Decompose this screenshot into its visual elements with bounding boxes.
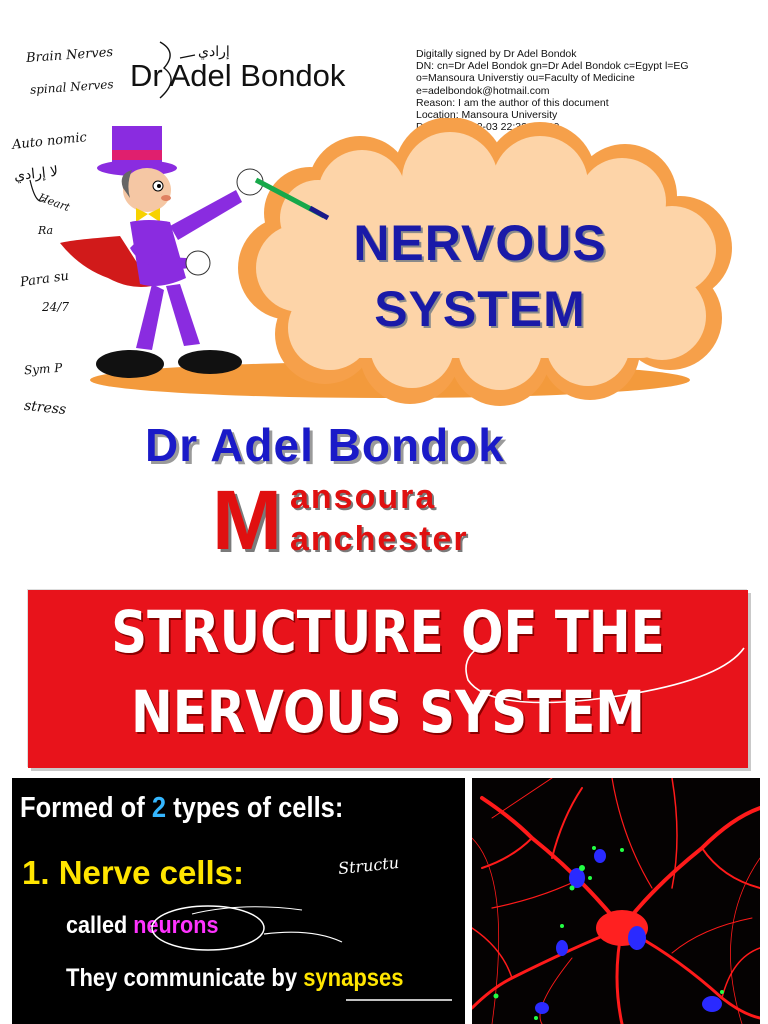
magician-figure	[60, 126, 330, 378]
handwritten-ellipse-mark	[465, 639, 745, 704]
note-arabic-voluntary: إرادي	[198, 44, 230, 60]
note-24-7: 24/7	[42, 300, 69, 314]
cloud-shape	[238, 118, 732, 406]
neuron-micrograph	[472, 778, 760, 1024]
text: They communicate by	[66, 964, 304, 992]
cloud-title: NERVOUS SYSTEM	[300, 210, 660, 342]
note-brackets	[29, 41, 196, 202]
signature-line: o=Mansoura Universtiy ou=Faculty of Medi…	[416, 72, 635, 85]
cloud-title-line2: SYSTEM	[374, 281, 586, 337]
handwritten-annotations	[151, 905, 452, 1001]
magician-cloud-illustration	[60, 118, 732, 406]
banner-line1: STRUCTURE OF THE	[111, 598, 665, 666]
text: called	[66, 912, 134, 939]
logo-word-mansoura: ansoura	[290, 478, 437, 516]
text: types of cells:	[166, 792, 344, 824]
neurons-highlight: neurons	[133, 912, 219, 939]
title-banner: STRUCTURE OF THE NERVOUS SYSTEM	[28, 590, 748, 768]
synapses-highlight: synapses	[303, 964, 404, 992]
logo-letter-m: M	[212, 473, 282, 567]
signature-line: e=adelbondok@hotmail.com	[416, 84, 550, 97]
slide-line-cell-types: Formed of 2 types of cells:	[20, 792, 343, 825]
number-highlight: 2	[151, 792, 167, 824]
author-heading: Dr Adel Bondok	[145, 419, 505, 471]
signature-line: Digitally signed by Dr Adel Bondok	[416, 48, 577, 60]
slide-line-neurons: called neurons	[66, 912, 218, 940]
cloud-title-line1: NERVOUS	[353, 215, 607, 271]
banner-line2: NERVOUS SYSTEM	[131, 678, 645, 746]
text: Formed of	[20, 792, 152, 824]
slide-line-nerve-cells: 1. Nerve cells:	[22, 854, 244, 891]
top-author-name: Dr Adel Bondok	[130, 58, 346, 93]
slide-text-panel: Formed of 2 types of cells: 1. Nerve cel…	[12, 778, 465, 1024]
slide-line-synapses: They communicate by synapses	[66, 964, 403, 993]
logo-word-manchester: anchester	[290, 520, 469, 558]
signature-line: DN: cn=Dr Adel Bondok gn=Dr Adel Bondok …	[416, 60, 689, 73]
note-rate: Ra	[38, 224, 54, 237]
signature-line: Reason: I am the author of this document	[416, 96, 609, 109]
